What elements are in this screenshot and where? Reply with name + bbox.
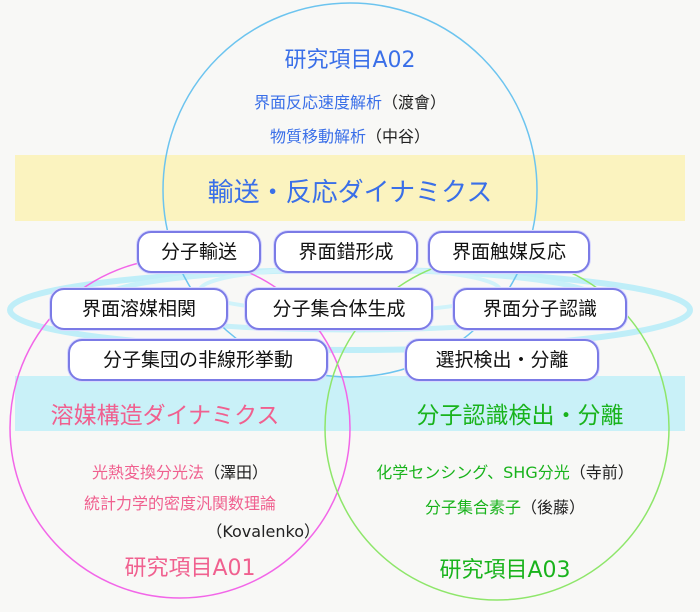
a03-topic2: 分子集合素子 [424,498,521,517]
a03-person1: （寺前） [569,463,634,482]
a03-title: 研究項目A03 [439,558,571,583]
box-interface-recognition: 界面分子認識 [453,288,627,330]
a01-person2: （Kovalenko） [206,522,320,541]
a02-circle [162,2,538,378]
a02-person1: （渡會） [382,93,447,112]
theme-left: 溶媒構造ダイナミクス [50,403,280,429]
a03-topic1: 化学センシング、SHG分光 [376,463,570,482]
yellow-band [15,155,685,221]
a01-line1: 光熱変換分光法（澤田） [40,459,320,483]
box-nonlinear-behavior: 分子集団の非線形挙動 [68,339,328,381]
a01-topic1: 光熱変換分光法 [91,463,204,482]
a02-person2: （中谷） [366,127,431,146]
theme-right: 分子認識検出・分離 [416,403,624,429]
a02-topic1: 界面反応速度解析 [253,93,382,112]
a02-topic2: 物質移動解析 [269,127,366,146]
a02-line2: 物質移動解析（中谷） [0,123,700,147]
a01-title: 研究項目A01 [124,556,256,581]
a03-person2: （後藤） [521,498,586,517]
a01-person1: （澤田） [204,463,269,482]
theme-top: 輸送・反応ダイナミクス [207,178,493,208]
box-molecular-transport: 分子輸送 [137,231,261,273]
box-interface-complex: 界面錯形成 [274,231,418,273]
box-assembly-formation: 分子集合体生成 [245,288,433,330]
a01-topic2: 統計力学的密度汎関数理論 [83,494,276,513]
a02-line1: 界面反応速度解析（渡會） [0,89,700,113]
box-selective-detection: 選択検出・分離 [405,339,599,381]
a03-line2: 分子集合素子（後藤） [345,494,665,518]
a02-title: 研究項目A02 [284,48,416,73]
a03-line1: 化学センシング、SHG分光（寺前） [345,459,665,483]
box-interface-catalysis: 界面触媒反応 [428,231,590,273]
box-interface-solvent: 界面溶媒相関 [50,288,228,330]
